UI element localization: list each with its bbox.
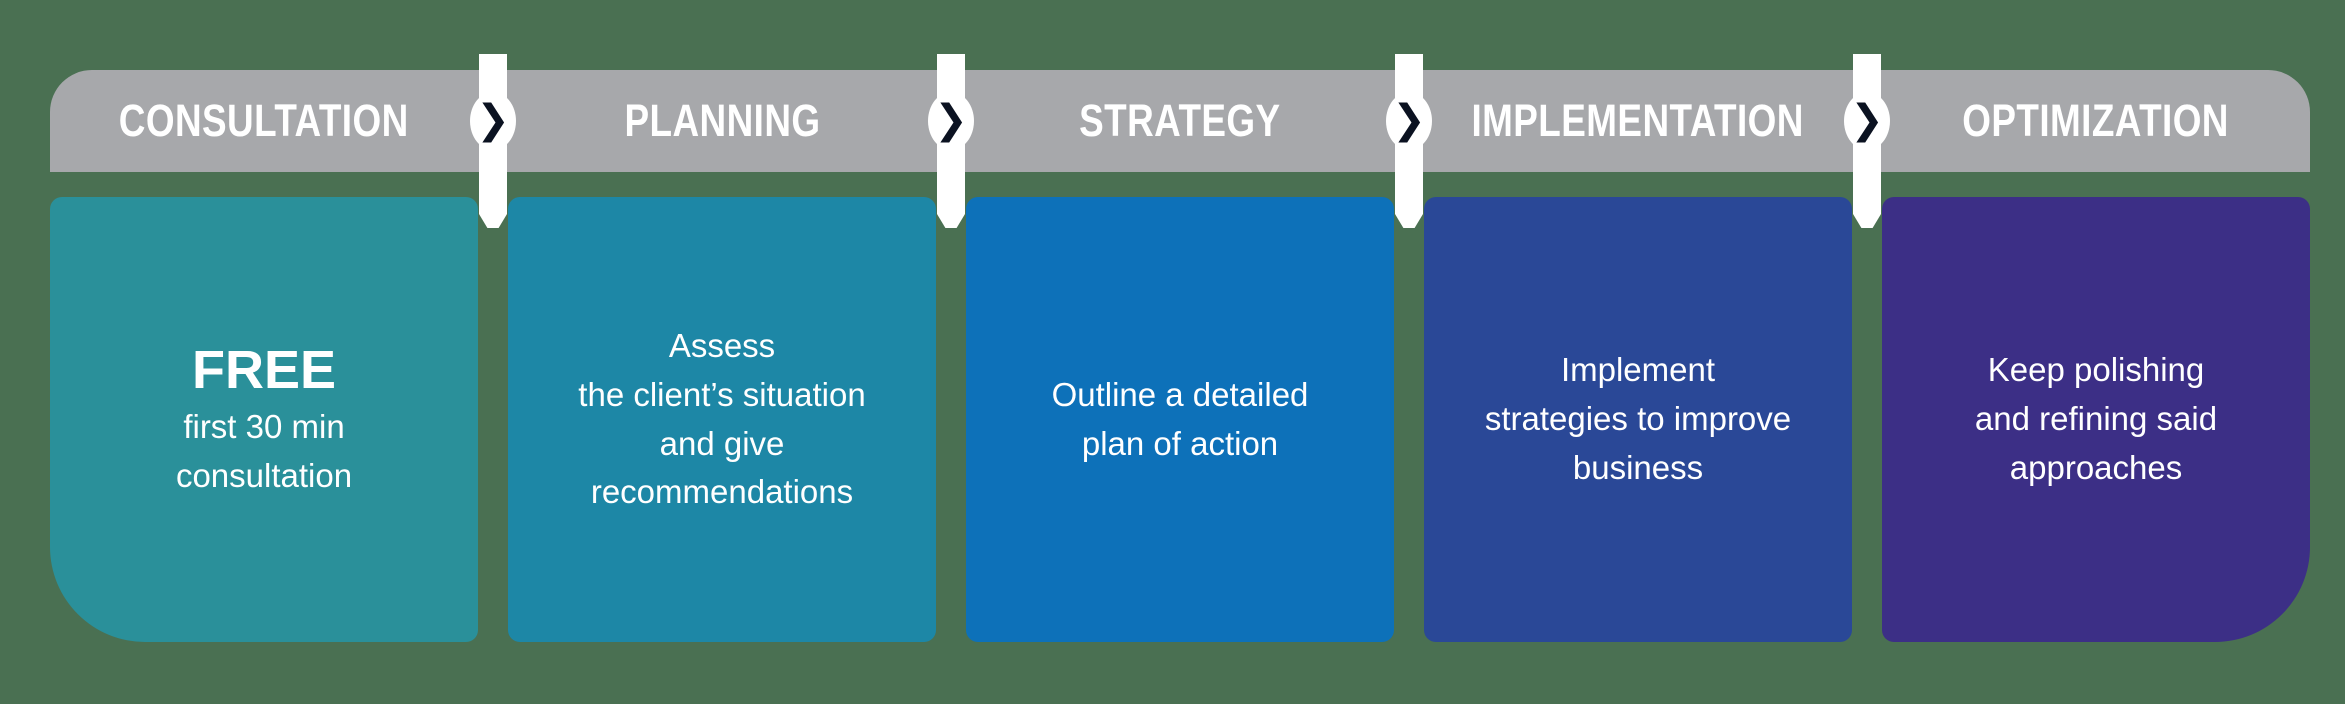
stage-separator: ❯ bbox=[1844, 54, 1890, 228]
stage-label-cell: PLANNING bbox=[508, 70, 936, 172]
stage-separator: ❯ bbox=[470, 54, 516, 228]
card-line: the client’s situation bbox=[578, 375, 866, 413]
stage-label: STRATEGY bbox=[1079, 95, 1281, 146]
card-line: consultation bbox=[175, 456, 353, 494]
chevron-circle: ❯ bbox=[470, 92, 516, 150]
stage-label: IMPLEMENTATION bbox=[1471, 95, 1805, 146]
chevron-circle: ❯ bbox=[1844, 92, 1890, 150]
card-line: Assess bbox=[668, 326, 776, 364]
stage-card: Assess the client’s situation and give reco… bbox=[508, 197, 936, 642]
stage-label-cell: STRATEGY bbox=[966, 70, 1394, 172]
card-heading: FREE bbox=[191, 340, 337, 401]
stage-label-cell: OPTIMIZATION bbox=[1882, 70, 2310, 172]
card-line: and refining said bbox=[1974, 400, 2218, 438]
chevron-right-icon: ❯ bbox=[934, 96, 968, 143]
card-line: recommendations bbox=[590, 473, 854, 511]
stage-separator: ❯ bbox=[928, 54, 974, 228]
chevron-right-icon: ❯ bbox=[1850, 96, 1884, 143]
stage-card: Implement strategies to improve business bbox=[1424, 197, 1852, 642]
stage-label-cell: CONSULTATION bbox=[50, 70, 478, 172]
stage-card: Keep polishing and refining said approache… bbox=[1882, 197, 2310, 642]
chevron-circle: ❯ bbox=[1386, 92, 1432, 150]
stage-label: PLANNING bbox=[624, 95, 820, 146]
chevron-right-icon: ❯ bbox=[1392, 96, 1426, 143]
banner-labels: CONSULTATION PLANNING STRATEGY IMPLEMENT… bbox=[50, 70, 2310, 172]
card-line: business bbox=[1572, 448, 1704, 486]
card-line: and give bbox=[659, 424, 785, 462]
card-line: plan of action bbox=[1081, 424, 1279, 462]
chevron-circle: ❯ bbox=[928, 92, 974, 150]
chevron-right-icon: ❯ bbox=[476, 96, 510, 143]
stage-label-cell: IMPLEMENTATION bbox=[1424, 70, 1852, 172]
card-line: Keep polishing bbox=[1987, 351, 2205, 389]
card-line: approaches bbox=[2009, 448, 2183, 486]
stage-card: FREE first 30 min consultation bbox=[50, 197, 478, 642]
card-line: strategies to improve bbox=[1484, 400, 1792, 438]
stage-card: Outline a detailed plan of action bbox=[966, 197, 1394, 642]
stage-label: OPTIMIZATION bbox=[1962, 95, 2230, 146]
card-line: Outline a detailed bbox=[1051, 375, 1309, 413]
stage-cards: FREE first 30 min consultation Assess the … bbox=[50, 197, 2310, 642]
card-line: Implement bbox=[1560, 351, 1716, 389]
stage-banner bbox=[50, 70, 2310, 172]
stage-label: CONSULTATION bbox=[119, 95, 409, 146]
card-line: first 30 min bbox=[183, 408, 345, 446]
stage-separator: ❯ bbox=[1386, 54, 1432, 228]
